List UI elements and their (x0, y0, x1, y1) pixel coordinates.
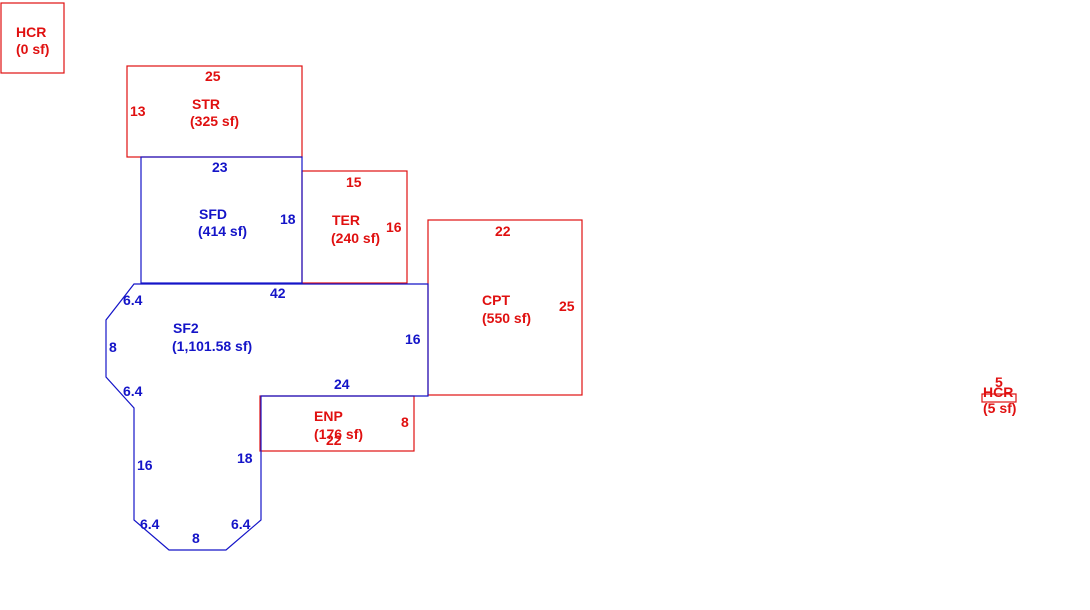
sfd-code: SFD (199, 206, 227, 222)
ter-dim-top: 15 (346, 174, 362, 190)
str-code: STR (192, 96, 220, 112)
sf2-dim-bottom: 8 (192, 530, 200, 546)
str-area: (325 sf) (190, 113, 239, 129)
enp-dim-bottom: 22 (326, 432, 342, 448)
hcr-top-code: HCR (16, 24, 46, 40)
sf2-dim-top: 42 (270, 285, 286, 301)
ter-code: TER (332, 212, 360, 228)
hcr-right-code: HCR (983, 384, 1013, 400)
str-dim-top: 25 (205, 68, 221, 84)
hcr-right-area: (5 sf) (983, 400, 1016, 416)
hcr-top-outline (0, 2, 65, 74)
sf2-dim-right: 16 (405, 331, 421, 347)
ter-dim-right: 16 (386, 219, 402, 235)
hcr-right-outline (981, 393, 1017, 403)
cpt-dim-top: 22 (495, 223, 511, 239)
hcr-top-area: (0 sf) (16, 41, 49, 57)
sf2-code: SF2 (173, 320, 199, 336)
sf2-dim-chamfer-br: 6.4 (231, 516, 251, 532)
sf2-outline (105, 283, 429, 551)
enp-dim-right: 8 (401, 414, 409, 430)
sf2-dim-left: 8 (109, 339, 117, 355)
cpt-dim-right: 25 (559, 298, 575, 314)
sf2-dim-inner: 24 (334, 376, 350, 392)
cpt-area: (550 sf) (482, 310, 531, 326)
hcr-right-dim-top: 5 (995, 374, 1003, 390)
sf2-dim-chamfer-bl: 6.4 (140, 516, 160, 532)
cpt-code: CPT (482, 292, 510, 308)
str-dim-left: 13 (130, 103, 146, 119)
sf2-dim-chamfer-tl: 6.4 (123, 292, 143, 308)
ter-area: (240 sf) (331, 230, 380, 246)
enp-code: ENP (314, 408, 343, 424)
sfd-dim-top: 23 (212, 159, 228, 175)
sfd-area: (414 sf) (198, 223, 247, 239)
sfd-outline (140, 156, 303, 284)
sf2-area: (1,101.58 sf) (172, 338, 252, 354)
sfd-dim-right: 18 (280, 211, 296, 227)
enp-area: (176 sf) (314, 426, 363, 442)
sf2-dim-left-lower: 16 (137, 457, 153, 473)
sf2-dim-chamfer-ml: 6.4 (123, 383, 143, 399)
sf2-dim-inner-vertical: 18 (237, 450, 253, 466)
